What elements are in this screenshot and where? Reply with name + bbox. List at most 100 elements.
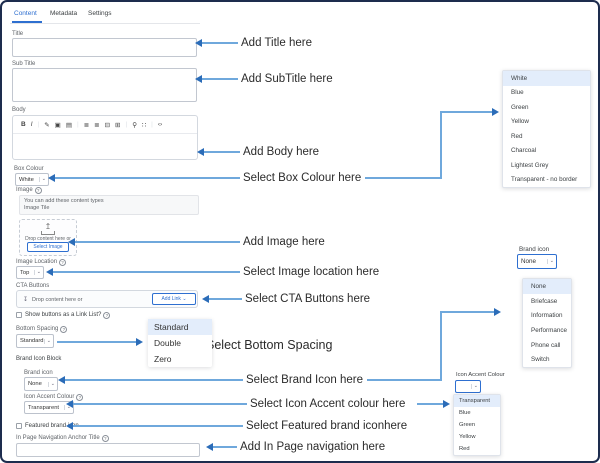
search-icon[interactable]: ⚲ [132, 121, 137, 129]
anchor-title-label: In Page Navigation Anchor Title [16, 435, 109, 442]
arrow-line [54, 177, 240, 179]
subtitle-label: Sub Title [12, 61, 36, 67]
tab-metadata[interactable]: Metadata [50, 10, 78, 17]
anchor-title-input[interactable] [16, 443, 200, 457]
connector-line [440, 311, 495, 313]
annotation-select-bottom-spacing: Select Bottom Spacing [206, 338, 333, 352]
icon-accent-label: Icon Accent Colour [24, 394, 84, 401]
bottom-spacing-dropdown: Standard Double Zero [148, 319, 212, 367]
dropdown-option[interactable]: Lightest Grey [511, 161, 549, 169]
connector-line [417, 403, 444, 405]
dropdown-option[interactable]: Double [154, 338, 181, 348]
code-icon[interactable]: ‹› [157, 121, 163, 128]
outdent-icon[interactable]: ⊟ [104, 121, 111, 129]
cta-drop-text: Drop content here or [32, 297, 83, 303]
link-icon[interactable]: ✎ [44, 121, 50, 129]
arrow-head-left [197, 148, 204, 156]
dropdown-option[interactable]: Switch [531, 356, 550, 364]
image-tile-icon[interactable]: ▤ [65, 121, 72, 129]
help-icon [60, 326, 68, 333]
dropdown-option[interactable]: White [503, 71, 590, 86]
arrow-line [74, 241, 240, 243]
dropdown-option[interactable]: Yellow [459, 434, 476, 440]
connector-line [367, 379, 442, 381]
brand-icon-select[interactable]: None ⌄ [24, 377, 58, 391]
arrow-head-right [492, 108, 499, 116]
dropdown-option[interactable]: Briefcase [531, 297, 558, 305]
upload-icon: ↥ [44, 222, 52, 231]
body-label: Body [12, 107, 26, 113]
link-list-checkbox[interactable] [16, 312, 22, 318]
bold-icon[interactable]: B [21, 121, 26, 128]
indent-icon[interactable]: ⊞ [115, 121, 121, 129]
annotation-select-featured: Select Featured brand iconhere [246, 420, 408, 432]
ordered-list-icon[interactable]: ≣ [83, 121, 90, 129]
image-location-label: Image Location [16, 259, 67, 266]
image-location-select[interactable]: Top ⌄ [16, 266, 44, 279]
toolbar-divider: | [37, 121, 40, 128]
box-colour-select[interactable]: White ⌄ [15, 173, 49, 186]
help-icon [103, 312, 111, 319]
toolbar-divider: | [151, 121, 153, 128]
dropdown-option[interactable]: Performance [531, 326, 568, 334]
featured-brand-icon-checkbox[interactable] [16, 423, 22, 429]
tab-content[interactable]: Content [14, 10, 37, 17]
image-location-value: Top [20, 269, 30, 276]
annotation-select-brand-icon: Select Brand Icon here [246, 374, 363, 386]
arrow-line [52, 271, 240, 273]
dropdown-option[interactable]: Information [531, 312, 563, 320]
annotation-add-inpage-nav: Add In Page navigation here [240, 441, 386, 453]
dropdown-option[interactable]: Standard [148, 319, 212, 335]
title-input[interactable] [12, 38, 197, 57]
dropdown-option[interactable]: Zero [154, 354, 172, 364]
dropdown-option[interactable]: Red [459, 446, 470, 452]
icon-accent-dropdown: Transparent Blue Green Yellow Red [453, 394, 501, 456]
select-image-button[interactable]: Select Image [27, 242, 69, 252]
dropdown-option[interactable]: Phone call [531, 341, 561, 349]
chevron-down-icon: ⌄ [33, 270, 43, 275]
brand-icon-popup-value: None [521, 258, 537, 265]
annotation-add-image: Add Image here [243, 236, 325, 248]
dropdown-option[interactable]: Blue [459, 410, 471, 416]
dropdown-option[interactable]: Red [511, 132, 523, 140]
dropdown-option[interactable]: Yellow [511, 118, 529, 126]
arrow-line [212, 446, 237, 448]
dropdown-option[interactable]: Blue [511, 89, 524, 97]
connector-line [440, 111, 493, 113]
toolbar-divider: | [125, 121, 128, 128]
annotation-select-image-location: Select Image location here [243, 266, 380, 278]
arrow-line [203, 151, 240, 153]
bottom-spacing-select[interactable]: Standard ⌄ [16, 334, 54, 348]
dropdown-option[interactable]: Green [459, 422, 476, 428]
subtitle-textarea[interactable] [12, 68, 197, 102]
brand-icon-popup-select[interactable]: None ⌄ [517, 254, 557, 269]
dropdown-option[interactable]: None [523, 279, 571, 294]
brand-icon-dropdown: None Briefcase Information Performance P… [522, 278, 572, 368]
tab-divider [10, 23, 200, 24]
italic-icon[interactable]: I [30, 121, 33, 128]
arrow-head-right [494, 308, 501, 316]
help-icon [34, 187, 42, 194]
chevron-down-icon: ⌄ [43, 338, 53, 344]
icon-accent-popup-select[interactable]: ⌄ [455, 380, 481, 393]
unordered-list-icon[interactable]: ≣ [94, 121, 100, 129]
brand-icon-block-label: Brand Icon Block [16, 356, 62, 362]
dropdown-option[interactable]: Transparent - no border [511, 176, 578, 184]
arrow-head-left [46, 268, 53, 276]
arrow-line [201, 78, 238, 80]
image-icon[interactable]: ▣ [54, 121, 61, 129]
add-link-button[interactable]: Add Link ⌄ [152, 293, 196, 305]
dropdown-option[interactable]: Green [511, 103, 529, 111]
body-editor[interactable]: B I | ✎ ▣ ▤ | ≣ ≣ ⊟ ⊞ | ⚲ ∷ | ‹› [12, 115, 198, 160]
help-icon [59, 259, 67, 266]
arrow-head-left [66, 422, 73, 430]
chevron-down-icon: ⌄ [546, 259, 556, 264]
tab-settings[interactable]: Settings [88, 10, 112, 17]
arrow-head-left [206, 443, 213, 451]
fullscreen-icon[interactable]: ∷ [141, 121, 147, 129]
upload-icon-tray [41, 231, 55, 235]
dropdown-option[interactable]: Transparent [454, 395, 500, 407]
arrow-line [72, 403, 247, 405]
dropdown-option[interactable]: Charcoal [511, 147, 537, 155]
